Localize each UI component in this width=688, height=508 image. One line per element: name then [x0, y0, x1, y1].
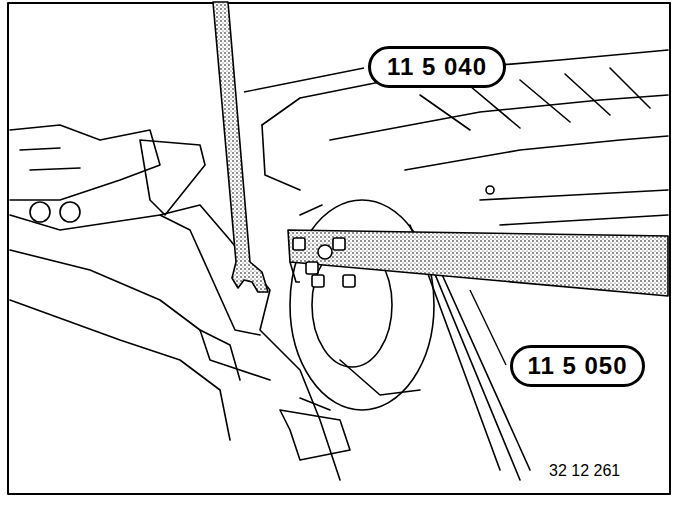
- tool-number: 11 5 050: [527, 352, 627, 380]
- tool-number-pill: 11 5 050: [510, 345, 645, 387]
- tool-number: 11 5 040: [387, 53, 487, 81]
- figure-number: 32 12 261: [547, 462, 622, 480]
- tool-number-pill: 11 5 040: [368, 46, 506, 88]
